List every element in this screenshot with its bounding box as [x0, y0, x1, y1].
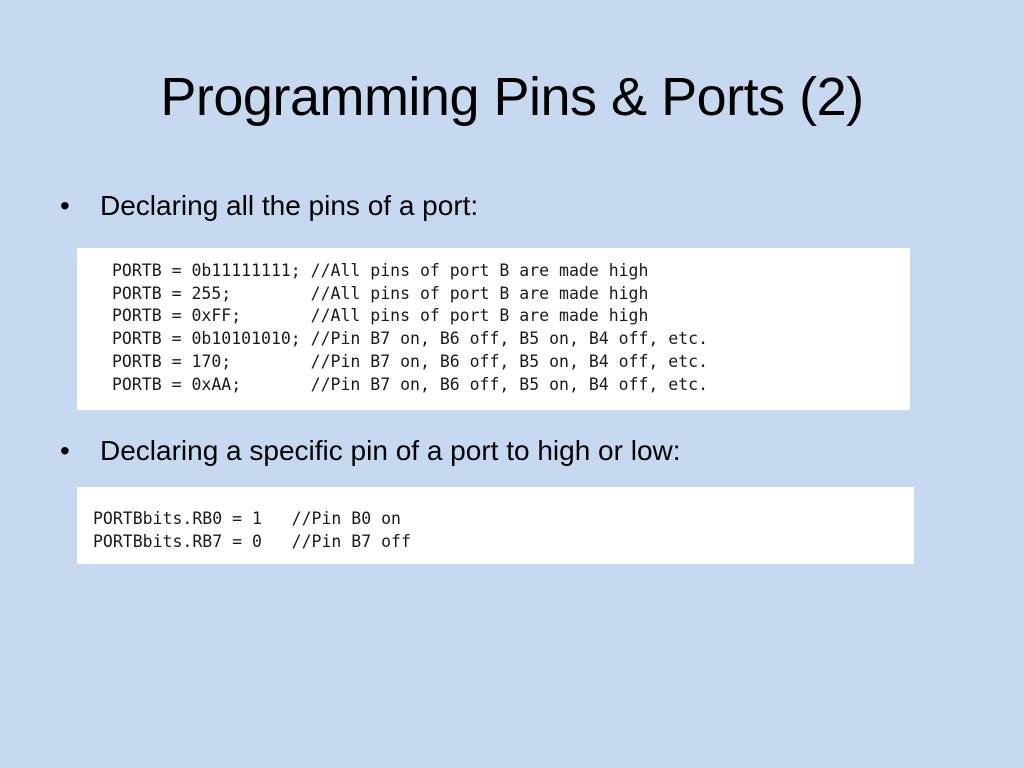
code-block-specific-pin: PORTBbits.RB0 = 1 //Pin B0 on PORTBbits.R… [77, 487, 914, 564]
bullet-text: Declaring a specific pin of a port to hi… [100, 435, 681, 466]
code-line: PORTBbits.RB7 = 0 //Pin B7 off [93, 531, 411, 551]
code-line: PORTB = 0b10101010; //Pin B7 on, B6 off,… [112, 329, 709, 349]
bullet-icon: • [60, 435, 70, 466]
code-line: PORTB = 0b11111111; //All pins of port B… [112, 261, 649, 280]
code-line: PORTB = 255; //All pins of port B are ma… [112, 283, 649, 303]
bullet-item-specific-pin: • Declaring a specific pin of a port to h… [60, 433, 681, 469]
bullet-text: Declaring all the pins of a port: [100, 190, 479, 221]
code-line: PORTBbits.RB0 = 1 //Pin B0 on [93, 509, 401, 528]
code-line: PORTB = 0xFF; //All pins of port B are m… [112, 306, 649, 326]
slide-title: Programming Pins & Ports (2) [160, 67, 864, 127]
bullet-icon: • [60, 190, 70, 221]
code-line: PORTB = 0xAA; //Pin B7 on, B6 off, B5 on… [112, 374, 709, 394]
code-line: PORTB = 170; //Pin B7 on, B6 off, B5 on,… [112, 351, 709, 371]
bullet-item-all-pins: • Declaring all the pins of a port: [60, 188, 478, 224]
code-block-all-pins: PORTB = 0b11111111; //All pins of port B… [77, 248, 910, 410]
